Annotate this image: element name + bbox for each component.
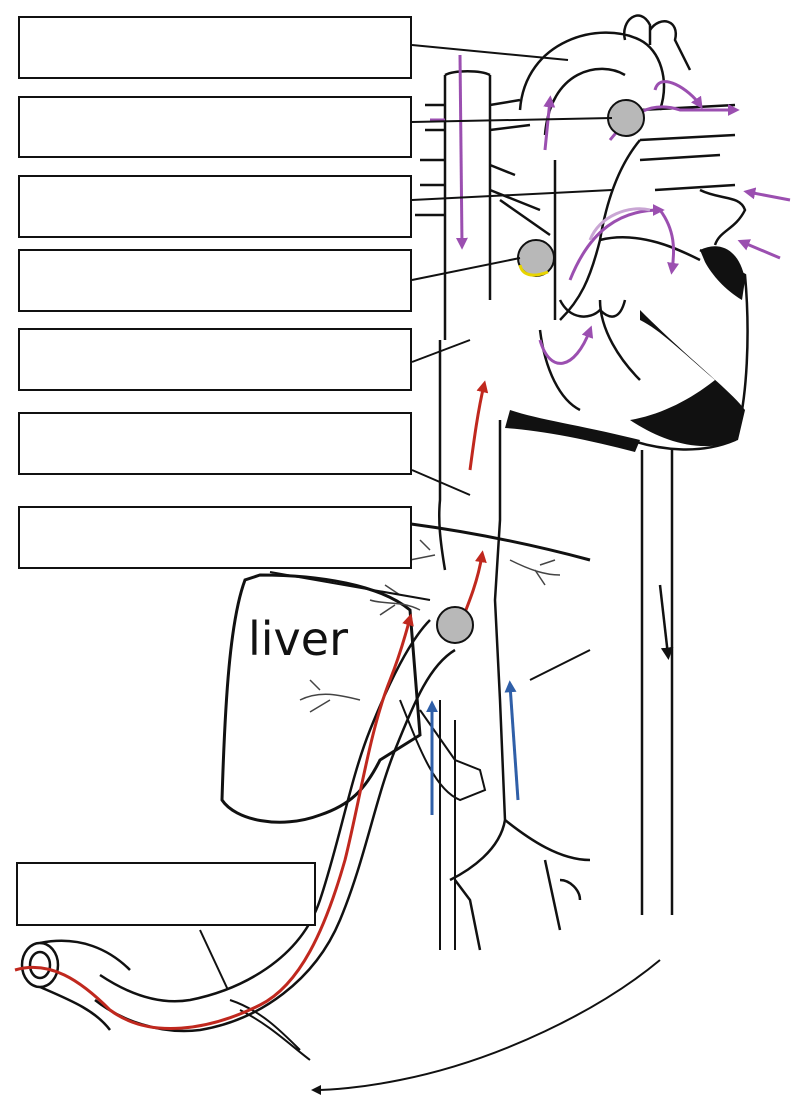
label-box-1[interactable]: [18, 16, 412, 79]
ventricle-walls: [505, 246, 745, 452]
shunt-marker-ductus-venosus: [437, 607, 473, 643]
label-box-6[interactable]: [18, 412, 412, 475]
label-box-8[interactable]: [16, 862, 316, 926]
label-box-5[interactable]: [18, 328, 412, 391]
shunt-marker-ductus-arteriosus: [608, 100, 644, 136]
descending-aorta: [642, 450, 672, 915]
superior-vena-cava: [415, 71, 555, 340]
umbilical-vein: [95, 620, 455, 1031]
label-box-3[interactable]: [18, 175, 412, 238]
label-box-7[interactable]: [18, 506, 412, 569]
return-flow-arrow: [315, 960, 660, 1090]
label-box-4[interactable]: [18, 249, 412, 312]
label-box-2[interactable]: [18, 96, 412, 158]
liver-label: liver: [248, 616, 348, 662]
umbilical-cord-end: [22, 941, 130, 1030]
